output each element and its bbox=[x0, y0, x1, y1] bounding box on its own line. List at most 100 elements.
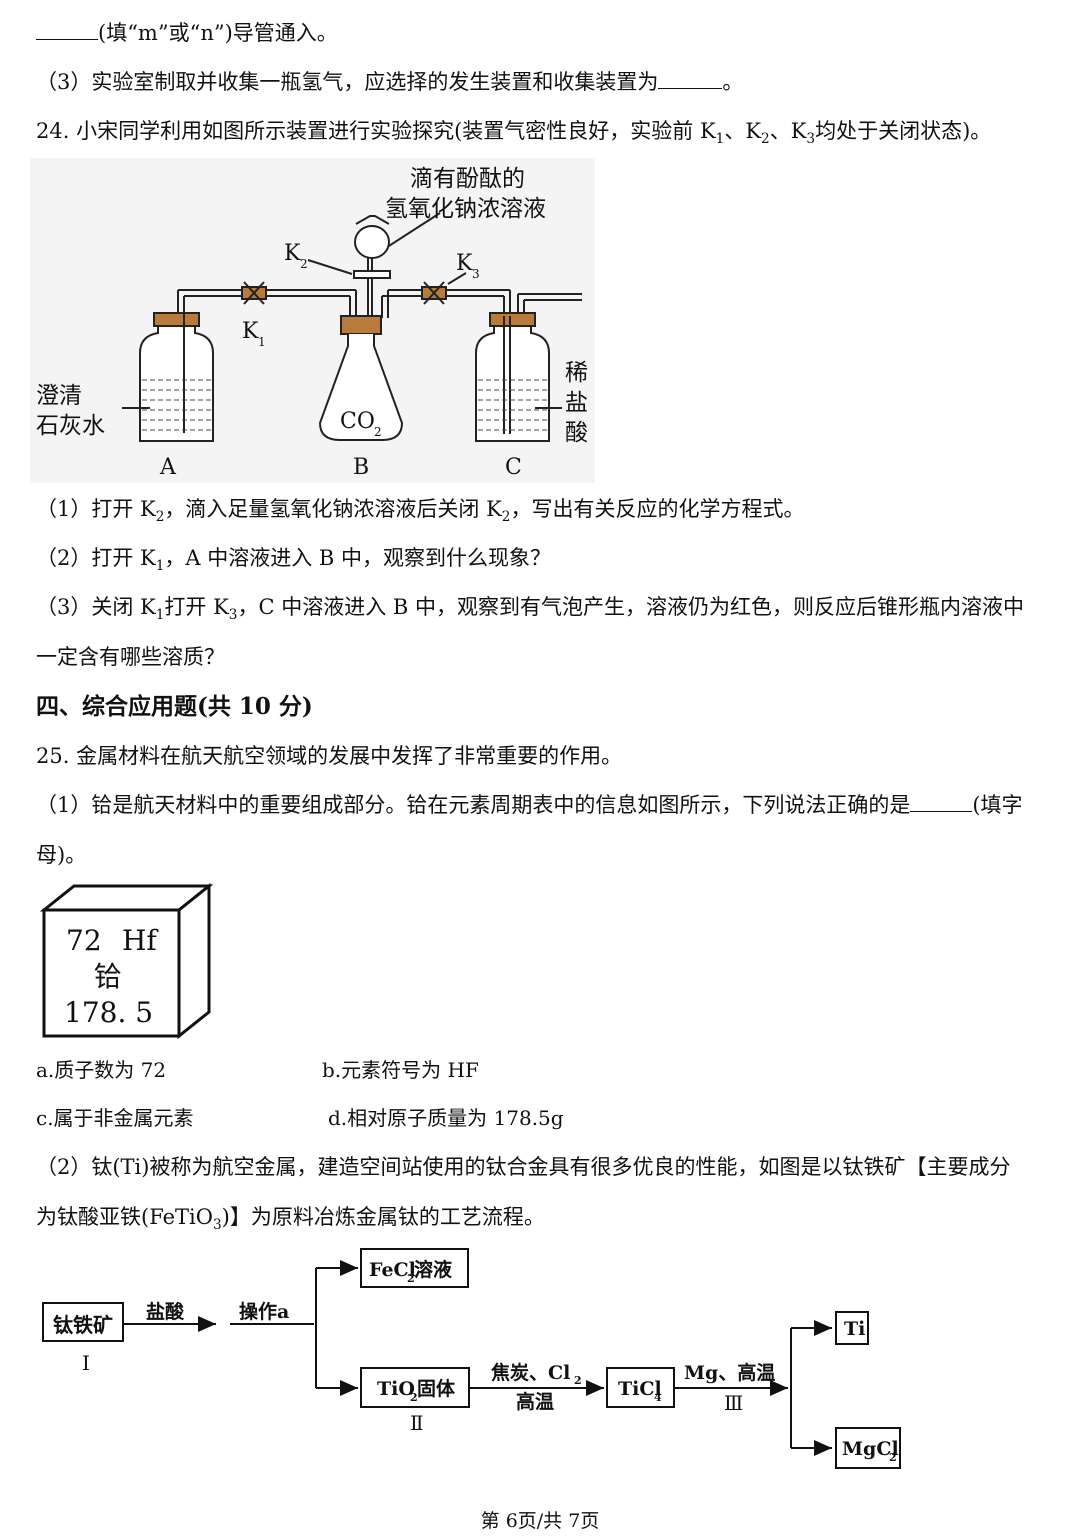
acid-label-2: 盐 bbox=[565, 390, 588, 416]
k3-sub: 3 bbox=[472, 267, 480, 281]
line-text: （1）打开 K bbox=[36, 497, 156, 521]
q25-part1: （1）铪是航天材料中的重要组成部分。铪在元素周期表中的信息如图所示，下列说法正确… bbox=[36, 790, 1062, 820]
q24-part3: （3）关闭 K1打开 K3，C 中溶液进入 B 中，观察到有气泡产生，溶液仍为红… bbox=[36, 592, 1062, 630]
q24-part1: （1）打开 K2，滴入足量氢氧化钠浓溶液后关闭 K2，写出有关反应的化学方程式。 bbox=[36, 494, 1062, 532]
k2-label: K bbox=[284, 241, 301, 266]
k1-sub: 1 bbox=[258, 335, 266, 349]
subscript: 1 bbox=[155, 558, 165, 575]
funnel-label-1: 滴有酚酞的 bbox=[410, 166, 525, 192]
line-text: 为钛酸亚铁(FeTiO bbox=[36, 1205, 213, 1229]
line-text: 打开 K bbox=[164, 595, 229, 619]
k3-label: K bbox=[456, 251, 473, 276]
line-text: 。 bbox=[722, 70, 744, 94]
q23-part3: （3）实验室制取并收集一瓶氢气，应选择的发生装置和收集装置为 。 bbox=[36, 67, 1062, 97]
section-title: 四、综合应用题(共 10 分) bbox=[36, 693, 313, 720]
page-footer: 第 6页/共 7页 bbox=[480, 1510, 600, 1532]
subscript: 2 bbox=[155, 509, 165, 526]
answer-blank bbox=[658, 70, 723, 89]
step3-num: Ⅲ bbox=[724, 1391, 743, 1415]
flask-a-label: A bbox=[159, 455, 177, 480]
atomic-number: 72 bbox=[66, 924, 102, 957]
ticl4-sub: 4 bbox=[654, 1391, 662, 1404]
reagent1-label: 焦炭、Cl bbox=[490, 1361, 570, 1384]
acid-label-3: 酸 bbox=[565, 420, 588, 446]
box-fecl2 bbox=[360, 1248, 469, 1288]
tio2-tail: 固体 bbox=[417, 1377, 456, 1400]
flask-b-label: B bbox=[353, 455, 369, 480]
line-text: 、K bbox=[724, 119, 762, 143]
operation-a-label: 操作a bbox=[239, 1300, 289, 1323]
section-heading: 四、综合应用题(共 10 分) bbox=[36, 692, 1062, 722]
box-ti bbox=[835, 1311, 869, 1345]
acid-label: 盐酸 bbox=[146, 1300, 185, 1323]
acid-label-1: 稀 bbox=[565, 360, 588, 386]
k2-sub: 2 bbox=[300, 257, 308, 271]
reagent2-label: Mg、高温 bbox=[684, 1361, 775, 1384]
subscript: 3 bbox=[806, 131, 816, 148]
subscript: 1 bbox=[715, 131, 725, 148]
q24-part2: （2）打开 K1，A 中溶液进入 B 中，观察到什么现象？ bbox=[36, 543, 1062, 581]
reagent1-sub: 2 bbox=[574, 1374, 582, 1387]
line-text: ，C 中溶液进入 B 中，观察到有气泡产生，溶液仍为红色，则反应后锥形瓶内溶液中 bbox=[237, 595, 1025, 619]
cond1-label: 高温 bbox=[516, 1390, 554, 1413]
q25-part2-cont: 为钛酸亚铁(FeTiO3)】为原料冶炼金属钛的工艺流程。 bbox=[36, 1202, 1062, 1240]
option-a: a.质子数为 72 bbox=[36, 1058, 167, 1082]
flask-c-label: C bbox=[505, 455, 522, 480]
answer-blank bbox=[910, 793, 973, 812]
line-text: （2）钛(Ti)被称为航空金属，建造空间站使用的钛合金具有很多优良的性能，如图是… bbox=[36, 1155, 1011, 1179]
fecl2-label: FeCl bbox=[369, 1259, 416, 1281]
limewater-label-1: 澄清 bbox=[36, 383, 82, 409]
line-text: 均处于关闭状态)。 bbox=[815, 119, 992, 143]
tio2-label: TiO bbox=[377, 1378, 415, 1400]
ticl4-label: TiCl bbox=[618, 1378, 662, 1400]
subscript: 3 bbox=[228, 607, 238, 624]
line-text: ，滴入足量氢氧化钠浓溶液后关闭 K bbox=[164, 497, 502, 521]
ti-label: Ti bbox=[844, 1318, 865, 1340]
ore-label: 钛铁矿 bbox=[53, 1313, 113, 1337]
tio2-sub: 2 bbox=[410, 1391, 418, 1404]
line-text: 24. 小宋同学利用如图所示装置进行实验探究(装置气密性良好，实验前 K bbox=[36, 119, 716, 143]
element-name: 铪 bbox=[94, 960, 122, 993]
line-text: 25. 金属材料在航天航空领域的发展中发挥了非常重要的作用。 bbox=[36, 744, 623, 768]
line-text: （1）铪是航天材料中的重要组成部分。铪在元素周期表中的信息如图所示，下列说法正确… bbox=[36, 793, 911, 817]
titanium-process-flow: 钛铁矿 I 盐酸 操作a FeCl 2 溶液 TiO 2 固体 Ⅱ 焦炭、Cl … bbox=[42, 1248, 901, 1469]
atomic-mass: 178. 5 bbox=[64, 996, 153, 1029]
q24-stem: 24. 小宋同学利用如图所示装置进行实验探究(装置气密性良好，实验前 K1、K2… bbox=[36, 116, 1062, 154]
option-c: c.属于非金属元素 bbox=[36, 1106, 194, 1130]
co2-label: CO bbox=[340, 409, 375, 434]
line-text: （2）打开 K bbox=[36, 546, 156, 570]
fecl2-sub: 2 bbox=[407, 1272, 415, 1285]
q25-part2: （2）钛(Ti)被称为航空金属，建造空间站使用的钛合金具有很多优良的性能，如图是… bbox=[36, 1152, 1062, 1182]
element-symbol: Hf bbox=[122, 924, 159, 957]
q24-part3-cont: 一定含有哪些溶质？ bbox=[36, 642, 1062, 672]
subscript: 1 bbox=[155, 607, 165, 624]
mgcl2-sub: 2 bbox=[889, 1451, 897, 1464]
mgcl2-label: MgCl bbox=[842, 1438, 899, 1460]
limewater-label-2: 石灰水 bbox=[36, 413, 105, 439]
line-text: (填“m”或“n”)导管通入。 bbox=[98, 21, 338, 45]
funnel-label-2: 氢氧化钠浓溶液 bbox=[385, 196, 546, 222]
apparatus-diagram: 滴有酚酞的 氢氧化钠浓溶液 K 2 K 3 K 1 澄清 石灰水 稀 盐 酸 C… bbox=[30, 158, 595, 483]
fecl2-tail: 溶液 bbox=[414, 1258, 453, 1281]
line-text: (填字 bbox=[972, 793, 1023, 817]
tio2-step-num: Ⅱ bbox=[410, 1411, 424, 1435]
hafnium-element-card: 72 Hf 铪 178. 5 bbox=[39, 882, 214, 1040]
answer-blank bbox=[36, 21, 98, 40]
line-text: 母)。 bbox=[36, 843, 87, 867]
box-ore bbox=[42, 1302, 124, 1342]
co2-sub: 2 bbox=[374, 425, 382, 439]
q25-stem: 25. 金属材料在航天航空领域的发展中发挥了非常重要的作用。 bbox=[36, 741, 1062, 771]
k1-label: K bbox=[242, 319, 259, 344]
line-text: 、K bbox=[769, 119, 807, 143]
line-text: )】为原料冶炼金属钛的工艺流程。 bbox=[221, 1205, 545, 1229]
subscript: 2 bbox=[761, 131, 770, 148]
line-text: （3）关闭 K bbox=[36, 595, 156, 619]
q23-line-end: (填“m”或“n”)导管通入。 bbox=[36, 18, 1062, 48]
box-mgcl2 bbox=[835, 1427, 901, 1469]
q25-part1-cont: 母)。 bbox=[36, 840, 1062, 870]
line-text: 一定含有哪些溶质？ bbox=[36, 645, 225, 669]
subscript: 2 bbox=[501, 509, 511, 526]
subscript: 3 bbox=[212, 1217, 222, 1234]
line-text: ，写出有关反应的化学方程式。 bbox=[510, 497, 805, 521]
line-text: （3）实验室制取并收集一瓶氢气，应选择的发生装置和收集装置为 bbox=[36, 70, 659, 94]
